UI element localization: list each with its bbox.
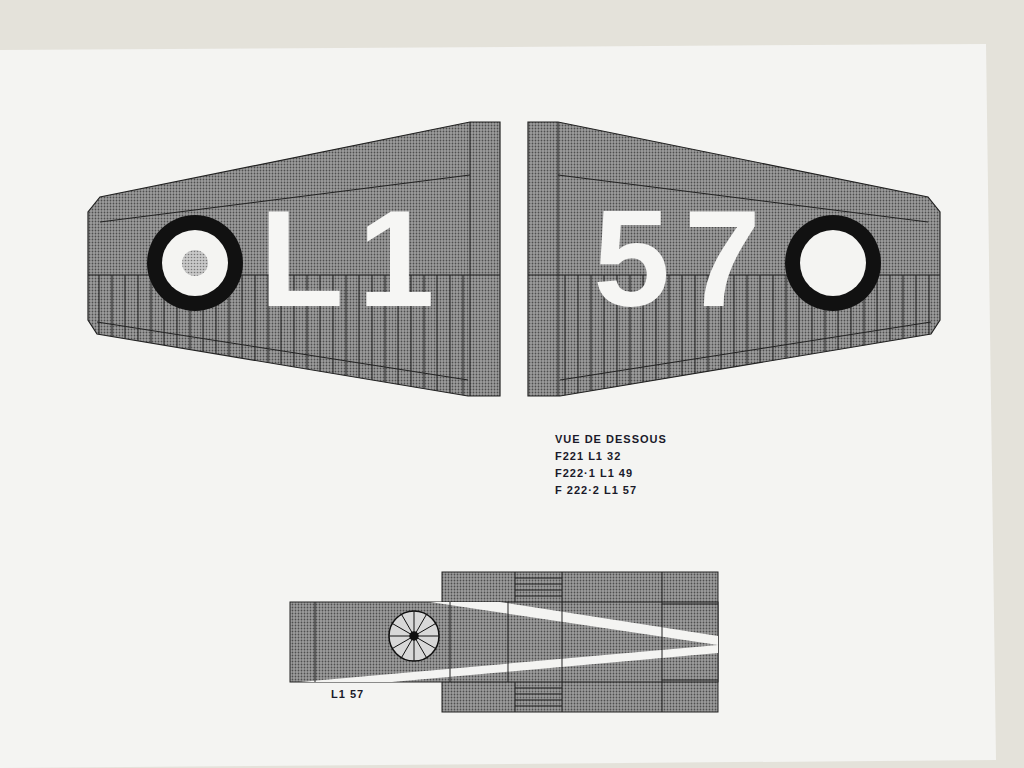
wheel-spoke <box>414 636 427 658</box>
fuselage-underside <box>290 572 718 712</box>
wheel-spoke <box>414 636 415 661</box>
tail-wheel <box>389 611 439 661</box>
aircraft-code: L1 57 <box>331 688 364 701</box>
aircraft-code: F221 L1 32 <box>555 450 621 463</box>
roundel <box>147 215 243 311</box>
aircraft-code: F 222·2 L1 57 <box>555 484 637 497</box>
wing-structure <box>85 118 503 398</box>
wheel-spoke <box>414 624 436 637</box>
aircraft-code: F222·1 L1 49 <box>555 467 633 480</box>
wing-panel: L1 <box>85 118 503 398</box>
roundel <box>785 215 881 311</box>
wing-structure <box>525 118 943 398</box>
wheel-spoke <box>414 611 415 636</box>
registration-letters: 57 <box>593 189 775 327</box>
wheel-spoke <box>389 636 414 637</box>
wheel-spoke <box>414 636 439 637</box>
roundel-centre <box>800 230 866 296</box>
wheel-spoke <box>392 636 414 649</box>
registration-letters: L1 <box>259 189 448 327</box>
paper-sheet <box>0 44 996 768</box>
roundel-centre <box>162 230 228 296</box>
wheel-spoke <box>402 614 415 636</box>
wing-panel: 57 <box>525 118 943 398</box>
view-title: VUE DE DESSOUS <box>555 433 667 446</box>
roundel-dot <box>182 250 208 276</box>
